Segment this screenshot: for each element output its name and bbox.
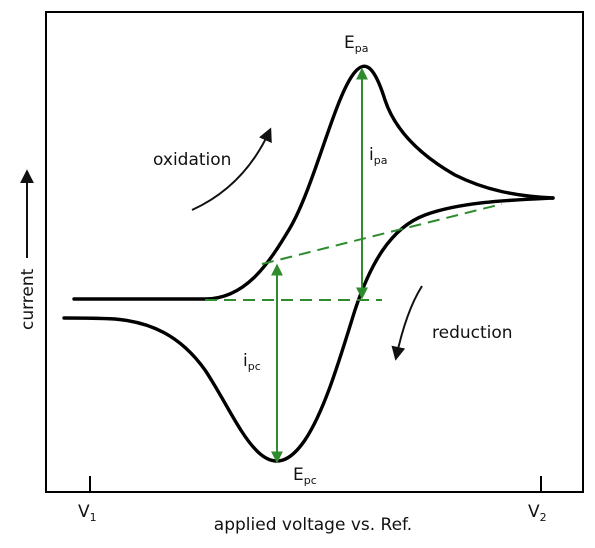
reduction-direction-arrow [391, 285, 423, 361]
anodic-peak-potential-label: Epa [344, 33, 368, 55]
x-tick-v2-label: V2 [528, 502, 547, 524]
ipa-sub: pa [374, 154, 388, 167]
cathodic-curve [62, 196, 555, 463]
ipa-base: i [369, 145, 374, 165]
epc-sub: pc [304, 474, 317, 487]
cathodic-peak-current-label: ipc [243, 351, 261, 373]
epc-base: E [293, 465, 304, 485]
x-tick-v1-label: V1 [78, 502, 97, 524]
cathodic-peak-potential-label: Epc [293, 465, 317, 487]
x-tick-v1-sub: 1 [90, 511, 97, 524]
oxidation-direction-arrow [191, 127, 272, 211]
oxidation-label: oxidation [153, 150, 231, 170]
reduction-label: reduction [432, 323, 513, 343]
epa-base: E [344, 33, 355, 53]
epa-sub: pa [355, 42, 369, 55]
plot-frame [45, 11, 584, 493]
ipc-base: i [243, 351, 248, 371]
anodic-curve [72, 64, 555, 301]
ipc-sub: pc [248, 360, 261, 373]
x-tick-v2-sub: 2 [540, 511, 547, 524]
y-axis-label: current [18, 268, 38, 330]
x-tick-v1-base: V [78, 502, 90, 522]
anodic-peak-current-label: ipa [369, 145, 387, 167]
cathodic-baseline [261, 203, 503, 265]
x-axis-label: applied voltage vs. Ref. [214, 515, 412, 535]
x-tick-v2-base: V [528, 502, 540, 522]
